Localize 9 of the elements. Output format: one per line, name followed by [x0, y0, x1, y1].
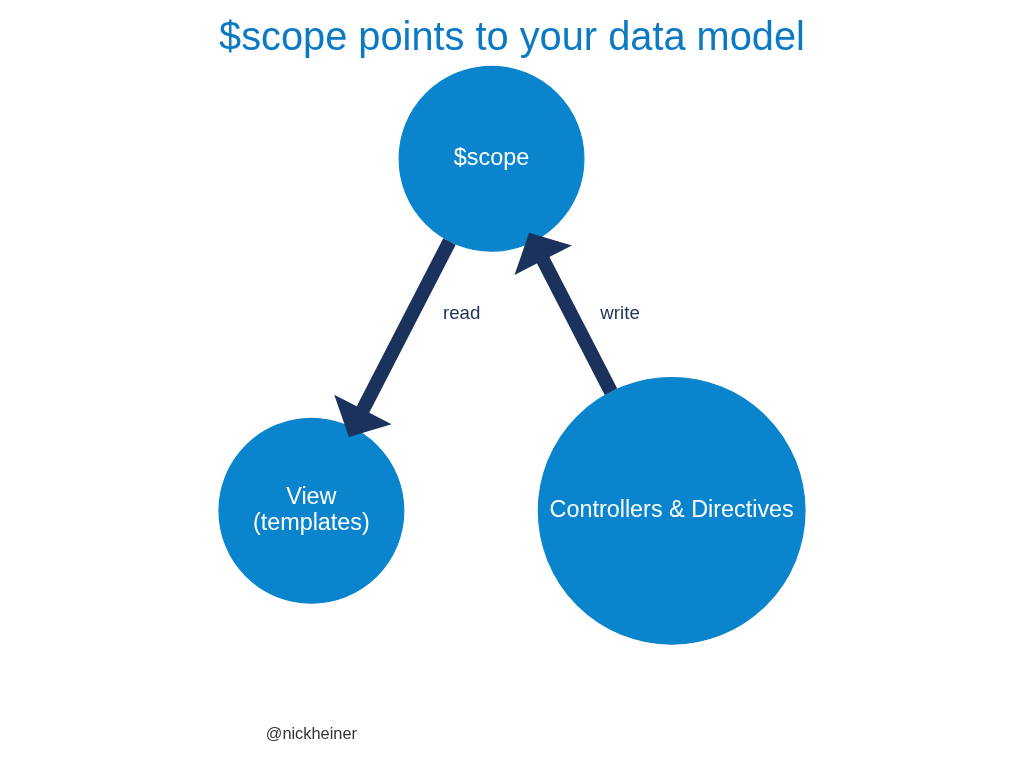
edge-label: read	[442, 301, 481, 323]
node-circle: $scope	[398, 65, 585, 252]
node-circle: Controllers & Directives	[537, 376, 806, 645]
arrow	[334, 237, 456, 437]
edge-label: write	[600, 301, 640, 323]
diagram-title: $scope points to your data model	[219, 13, 805, 58]
arrow	[514, 232, 618, 395]
node-circle: View (templates)	[218, 417, 405, 604]
label: @nickheiner	[265, 723, 357, 742]
